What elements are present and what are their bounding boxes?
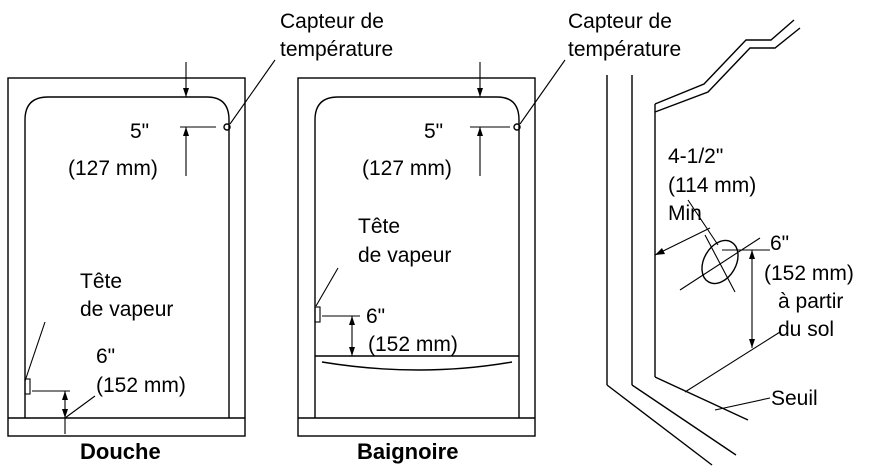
corner-min-dim-1: 4-1/2" (668, 145, 723, 168)
bath-outer-frame (297, 77, 536, 437)
bath-head-label-1: Tête (358, 215, 400, 238)
shower-temperature-sensor (223, 123, 231, 131)
shower-top-arrow (183, 88, 189, 97)
shower-sensor-arrow (183, 127, 189, 136)
shower-head-dim-1: 6" (96, 345, 115, 368)
corner-min-dim-line (654, 227, 711, 256)
bath-caption: Baignoire (357, 439, 458, 464)
corner-height-arrow-up (749, 250, 755, 259)
bath-sensor-arrow (477, 127, 483, 136)
corner-sill-leader (714, 397, 771, 411)
bath-head-dim-2: (152 mm) (368, 333, 458, 356)
shower-sensor-dim-1: 5" (130, 120, 149, 143)
shower-sensor-label-1: Capteur de (280, 10, 384, 33)
shower-head-leader (24, 321, 46, 382)
corner-perspective-diagram: Seuil 4-1/2" (114 mm) Min 6" (152 mm) à … (606, 19, 854, 466)
corner-steam-head-opening (701, 239, 739, 285)
corner-height-dim-3: à partir (778, 290, 843, 313)
corner-height-arrow-down (749, 339, 755, 348)
bath-sensor-dim-2: (127 mm) (362, 157, 452, 180)
bath-sensor-label-2: température (568, 38, 681, 61)
bath-head-leader (315, 267, 339, 307)
shower-sensor-dim-2: (127 mm) (68, 157, 158, 180)
bath-top-arrow (477, 88, 483, 97)
bath-steam-head (314, 306, 321, 323)
corner-height-dim-4: du sol (778, 318, 834, 341)
shower-sensor-leader (229, 59, 276, 125)
shower-caption: Douche (80, 439, 161, 464)
bath-tub-curve (321, 361, 513, 371)
corner-floor-line-1 (606, 384, 713, 466)
corner-min-dim-3: Min (668, 202, 702, 225)
corner-height-dim-2: (152 mm) (764, 262, 854, 285)
bath-sensor-leader (519, 59, 566, 125)
bath-head-arrow-up (349, 316, 355, 325)
bath-sensor-dim-1: 5" (424, 120, 443, 143)
corner-min-dim-leader (687, 199, 719, 246)
corner-min-dim-2: (114 mm) (668, 174, 756, 197)
corner-opening-crosshair-v (704, 234, 736, 293)
shower-head-arrow-down (62, 409, 68, 418)
bath-head-label-2: de vapeur (358, 244, 451, 267)
shower-head-dim-leader (64, 395, 96, 419)
corner-floor-line-2 (631, 384, 737, 456)
shower-diagram: Capteur de température 5" (127 mm) Tête … (7, 10, 393, 464)
corner-ceiling-edge-lower (654, 27, 801, 113)
bath-head-dim-1: 6" (366, 305, 385, 328)
shower-head-label-2: de vapeur (80, 298, 173, 321)
shower-inner-wall (24, 96, 230, 418)
bath-head-arrow-down (349, 347, 355, 356)
corner-min-arrow (655, 248, 665, 255)
shower-sensor-label-2: température (280, 38, 393, 61)
shower-steam-head (24, 378, 31, 395)
corner-sill-label: Seuil (771, 387, 818, 410)
shower-head-dim-2: (152 mm) (96, 374, 186, 397)
corner-ceiling-edge-upper (654, 19, 795, 105)
corner-height-dim-1: 6" (770, 232, 789, 255)
bath-temperature-sensor (513, 123, 521, 131)
shower-head-arrow-up (62, 391, 68, 400)
bath-inner-wall (314, 96, 520, 418)
corner-sill-edge (684, 331, 781, 393)
bath-diagram: Capteur de température 5" (127 mm) Tête … (297, 10, 681, 464)
shower-head-label-1: Tête (80, 270, 122, 293)
corner-floor-line-3 (654, 376, 749, 421)
shower-outer-frame (7, 77, 246, 437)
bath-sensor-label-1: Capteur de (568, 10, 672, 33)
